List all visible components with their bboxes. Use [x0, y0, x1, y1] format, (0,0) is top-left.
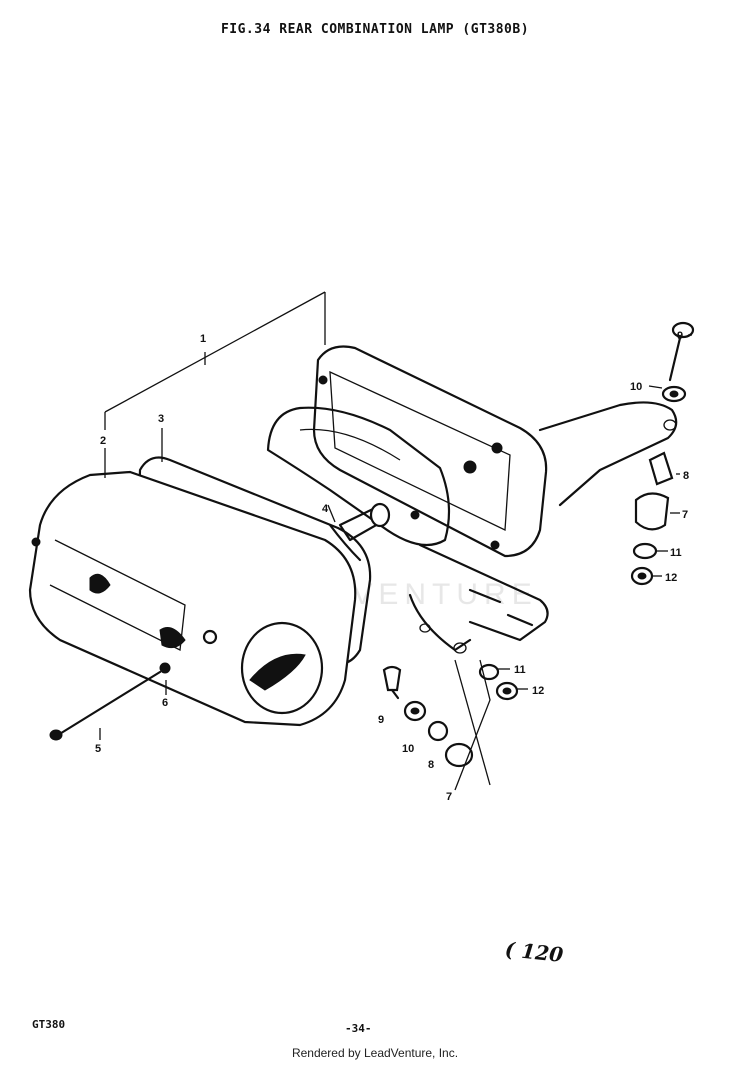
bolt-9-lower [382, 665, 402, 692]
callout-numbers: 1 2 3 4 5 6 7 7 8 8 9 9 10 10 11 11 12 1… [95, 330, 689, 803]
callout-12-lower: 12 [532, 685, 544, 697]
callout-6: 6 [162, 697, 168, 709]
lamp-base-bracket [312, 345, 678, 654]
lens-screw [49, 670, 162, 741]
callout-12-upper: 12 [665, 572, 677, 584]
grommet-7-lower [444, 742, 474, 768]
grommet-7-upper [634, 492, 670, 531]
bulb-socket [328, 502, 391, 562]
page-number: -34- [345, 1022, 372, 1035]
callout-3: 3 [158, 413, 164, 425]
collar-8-lower [427, 720, 449, 742]
render-credit: Rendered by LeadVenture, Inc. [291, 1046, 459, 1060]
callout-1: 1 [200, 333, 206, 345]
tail-lamp-lens [28, 470, 357, 727]
bolt-9-upper [671, 321, 695, 339]
reflector [266, 406, 451, 547]
callout-7-upper: 7 [682, 509, 688, 521]
callout-2: 2 [100, 435, 106, 447]
callout-9-upper: 9 [677, 330, 683, 342]
callout-11-upper: 11 [670, 547, 682, 559]
washer-11-upper [632, 542, 658, 560]
collar-8-upper [648, 451, 674, 486]
callout-10-lower: 10 [402, 743, 414, 755]
callout-4: 4 [322, 503, 329, 515]
model-code: GT380 [32, 1018, 66, 1031]
callout-8-lower: 8 [428, 759, 434, 771]
callout-7-lower: 7 [446, 791, 452, 803]
figure-title: FIG.34 REAR COMBINATION LAMP (GT380B) [220, 22, 530, 37]
callout-10-upper: 10 [630, 381, 642, 393]
upper-hardware [630, 321, 695, 586]
callout-9-lower: 9 [378, 714, 384, 726]
callout-11-lower: 11 [514, 664, 526, 676]
leader-lines [99, 291, 692, 791]
callout-8-upper: 8 [683, 470, 689, 482]
callout-5: 5 [95, 743, 101, 755]
